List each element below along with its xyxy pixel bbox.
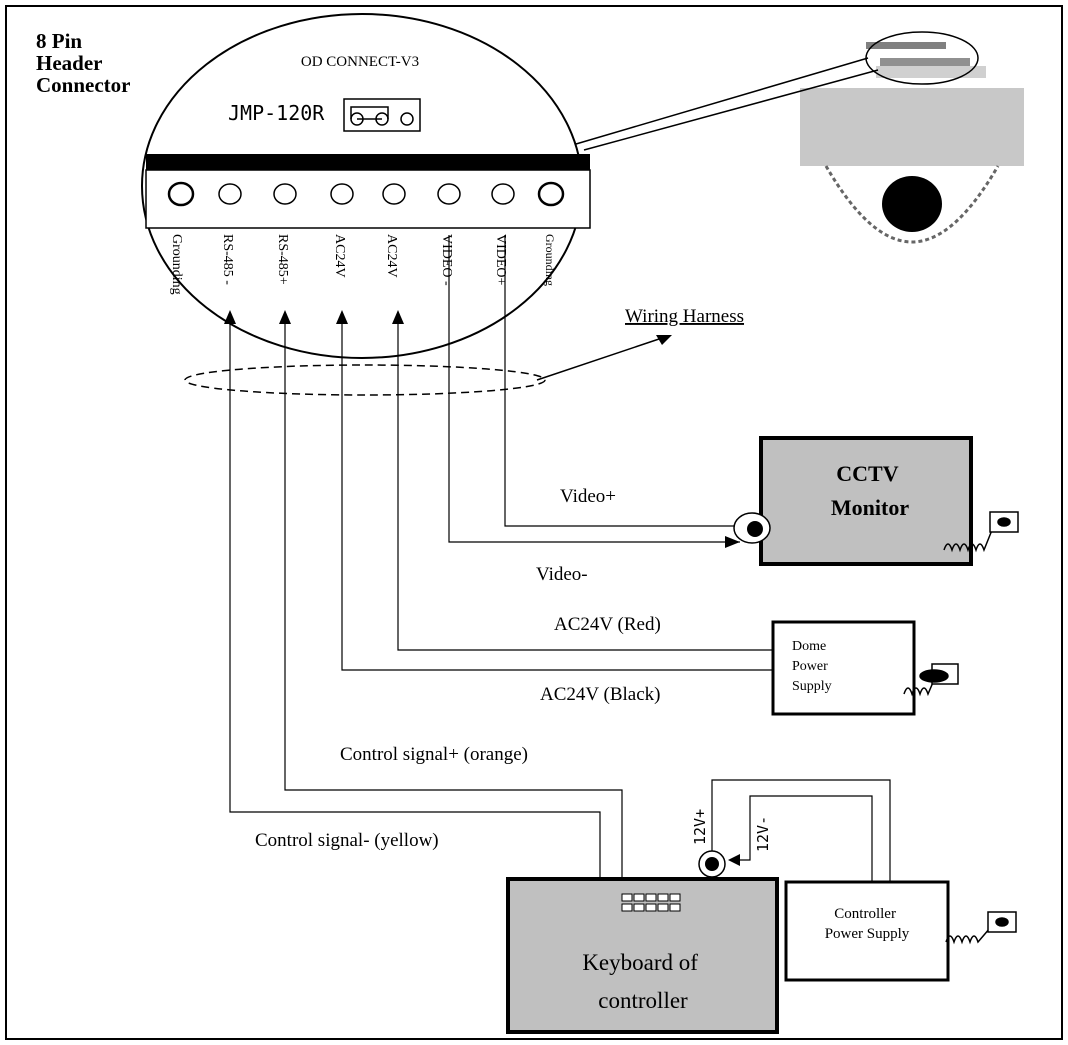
pin-label-video-plus: VIDEO+ <box>493 234 508 286</box>
wiring-harness-label: Wiring Harness <box>625 306 744 327</box>
pin-label-video-minus: VIDEO - <box>439 234 454 286</box>
pin-label-grounding-2: Grounding <box>543 234 557 286</box>
pin-label-rs485-minus: RS-485 - <box>220 234 235 285</box>
ac24v-black-label: AC24V (Black) <box>540 684 661 705</box>
power-plug-icon-dome-ps <box>903 663 959 697</box>
page-border <box>5 5 1063 1040</box>
pin-label-grounding-1: Grounding <box>169 234 184 295</box>
keypad-icon <box>621 893 681 912</box>
power-plug-icon-controller-ps <box>945 911 1017 945</box>
jumper-label: JMP-120R <box>228 101 325 125</box>
jumper-block <box>343 98 421 132</box>
dome-camera-picture <box>800 31 1024 244</box>
harness-pointer-arrow <box>656 335 672 345</box>
pin-label-ac24v-2: AC24V <box>384 234 399 278</box>
wire-arrows <box>224 310 757 866</box>
pin-label-rs485-plus: RS-485+ <box>275 234 290 285</box>
dome-power-supply-box <box>771 620 916 716</box>
control-signal-minus-label: Control signal- (yellow) <box>255 830 439 851</box>
zoom-line-top <box>575 57 869 145</box>
harness-bundle-ellipse <box>184 364 546 396</box>
harness-pointer <box>536 337 663 381</box>
zoom-line-bottom <box>583 69 879 151</box>
cctv-monitor-box <box>759 436 973 566</box>
wires <box>229 235 891 882</box>
control-signal-plus-label: Control signal+ (orange) <box>340 744 528 765</box>
video-plus-label: Video+ <box>560 486 616 507</box>
keyboard-label: Keyboard of controller <box>582 950 703 1013</box>
terminal-strip-bar <box>146 154 590 170</box>
power-plug-icon-monitor <box>943 511 1019 553</box>
terminal-pins <box>167 181 565 207</box>
dome-power-supply-label: Dome Power Supply <box>792 639 832 694</box>
12v-minus-label: 12V- <box>754 816 772 852</box>
pin-label-ac24v-1: AC24V <box>332 234 347 278</box>
ac24v-red-label: AC24V (Red) <box>554 614 661 635</box>
cctv-monitor-label: CCTV Monitor <box>831 461 909 520</box>
12v-plus-label: 12V+ <box>691 809 709 845</box>
controller-power-supply-box <box>784 880 950 982</box>
board-label: OD CONNECT-V3 <box>301 54 419 70</box>
connector-title: 8 Pin Header Connector <box>36 29 130 97</box>
video-minus-label: Video- <box>536 564 588 585</box>
controller-power-supply-label: Controller Power Supply <box>825 906 910 942</box>
terminal-strip <box>145 169 591 229</box>
